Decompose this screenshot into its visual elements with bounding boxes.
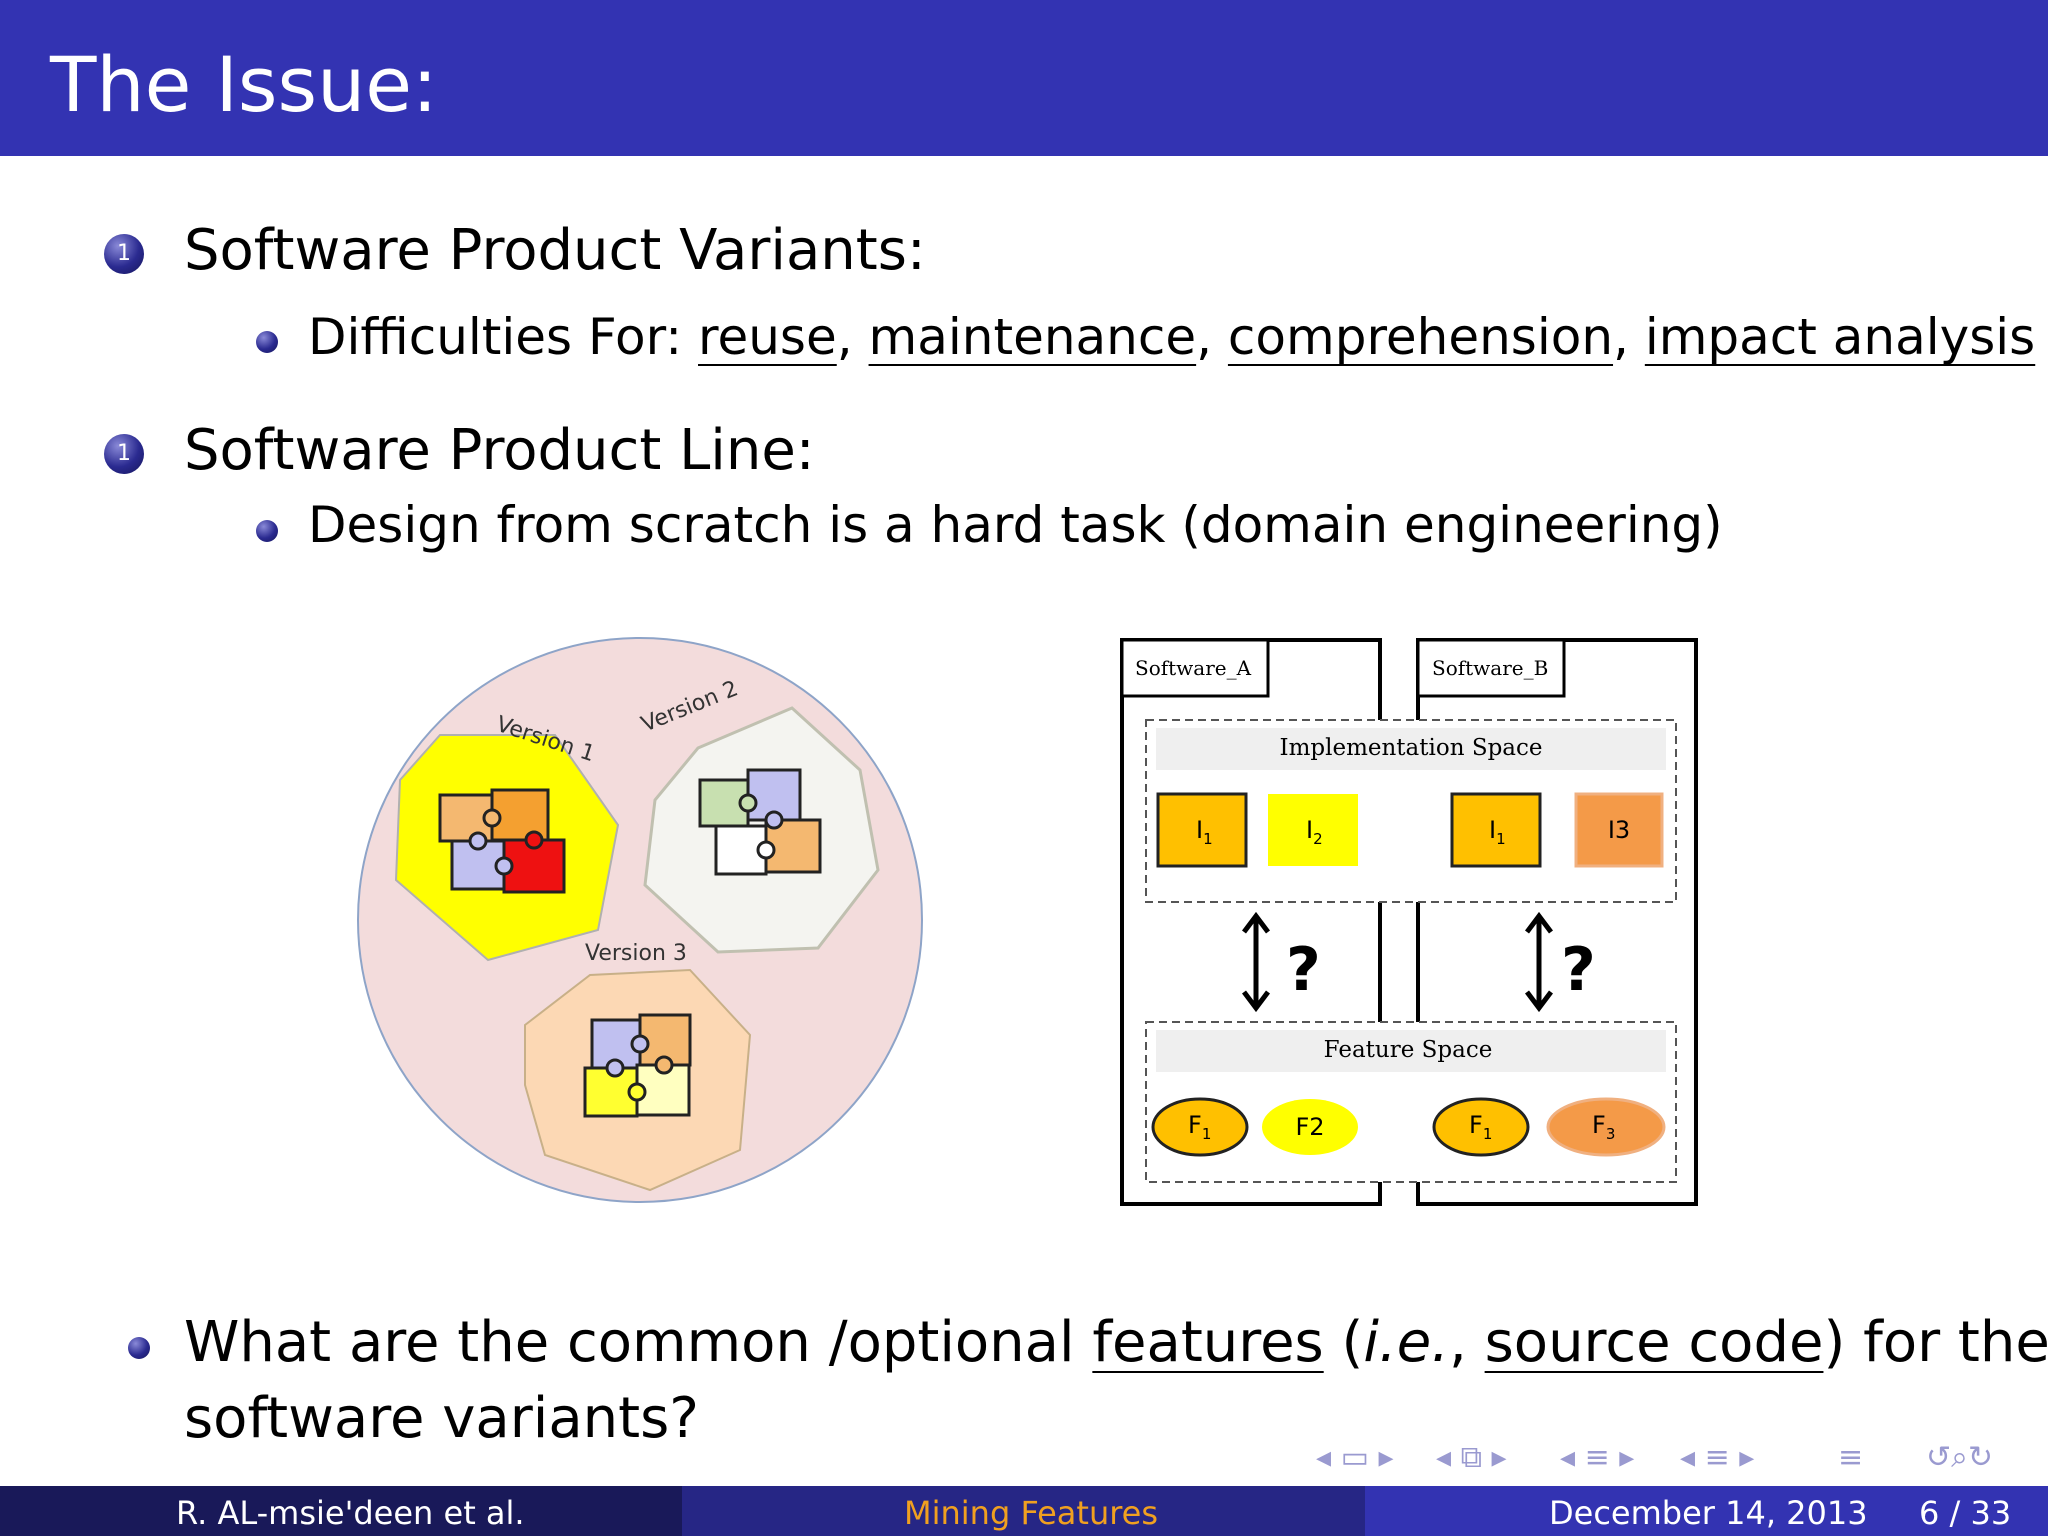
question-mark-b: ?: [1561, 935, 1596, 1005]
double-arrow-a-icon: [1242, 911, 1270, 1013]
impl-a-1: [1156, 792, 1248, 868]
nav-frame-icon[interactable]: ◂ ▭ ▸: [1316, 1440, 1394, 1475]
footer-bar: R. AL-msie'deen et al. Mining Features D…: [0, 1486, 2048, 1536]
page-title: The Issue:: [50, 40, 438, 129]
software-a-tab: [1120, 638, 1270, 698]
footer-page-number: 6 / 33: [1919, 1494, 2012, 1532]
term-source-code: source code: [1484, 1310, 1824, 1375]
feat-a-2-label: F2: [1295, 1113, 1324, 1141]
impl-b-2: [1574, 792, 1664, 868]
feat-b-2-label: F3: [1592, 1111, 1615, 1143]
term-reuse: reuse: [698, 308, 837, 366]
feat-a-2: [1262, 1099, 1358, 1155]
puzzle-icon-v1: [438, 788, 566, 894]
enumeration-number: 1: [117, 441, 131, 466]
question-line-2: software variants?: [184, 1386, 699, 1451]
nav-section-icon[interactable]: ◂ ≡ ▸: [1560, 1440, 1635, 1475]
feature-space-band: [1156, 1030, 1666, 1072]
implementation-space-band: [1156, 728, 1666, 770]
term-comprehension: comprehension: [1227, 308, 1614, 366]
question-after: ) for these: [1823, 1310, 2048, 1375]
item-product-line-title: Software Product Line:: [184, 418, 815, 483]
term-maintenance: maintenance: [868, 308, 1197, 366]
term-features: features: [1092, 1310, 1324, 1375]
paren-open: (: [1341, 1310, 1364, 1375]
footer-date: December 14, 2013: [1549, 1494, 1868, 1532]
frame-title-bar: The Issue:: [0, 0, 2048, 156]
enumeration-ball-2: 1: [104, 434, 144, 474]
space-mapping-figure: Software_A Software_B Implementation Spa…: [1120, 638, 1698, 1206]
bullet-icon: [256, 520, 278, 542]
term-ie: i.e.: [1363, 1310, 1449, 1375]
feat-b-1: [1432, 1097, 1530, 1157]
question-mark-a: ?: [1286, 935, 1321, 1005]
comma: ,: [1449, 1310, 1467, 1375]
difficulties-line: Difficulties For: reuse, maintenance, co…: [308, 308, 2036, 366]
impl-a-2-label: I2: [1306, 816, 1323, 848]
feat-a-1-label: F1: [1188, 1111, 1211, 1143]
nav-subsection-icon[interactable]: ◂ ⧉ ▸: [1436, 1440, 1507, 1475]
feat-a-1: [1151, 1097, 1249, 1157]
footer-date-box: December 14, 2013 6 / 33: [1365, 1486, 2048, 1536]
impl-b-1: [1450, 792, 1542, 868]
impl-b-1-label: I1: [1489, 816, 1506, 848]
puzzle-icon-v2: [698, 768, 822, 876]
version3-label: Version 3: [585, 941, 687, 966]
enumeration-ball-1: 1: [104, 234, 144, 274]
footer-author-box: R. AL-msie'deen et al.: [0, 1486, 682, 1536]
implementation-space-label: Implementation Space: [1279, 735, 1542, 761]
feature-space-label: Feature Space: [1324, 1037, 1493, 1063]
impl-b-2-label: I3: [1608, 816, 1630, 844]
footer-author: R. AL-msie'deen et al.: [176, 1494, 525, 1532]
question-before: What are the common /optional: [184, 1310, 1075, 1375]
double-arrow-b-icon: [1525, 911, 1553, 1013]
software-b-label: Software_B: [1432, 656, 1548, 680]
feat-b-2: [1546, 1097, 1666, 1157]
term-impact-analysis: impact analysis: [1644, 308, 2036, 366]
bullet-icon: [128, 1337, 150, 1359]
bullet-icon: [256, 331, 278, 353]
software-a-label: Software_A: [1135, 656, 1252, 680]
versions-figure: Version 1 Version 2 Version 3: [357, 637, 923, 1203]
difficulties-prefix: Difficulties For:: [308, 308, 683, 366]
design-line: Design from scratch is a hard task (doma…: [308, 496, 1723, 554]
impl-a-1-label: I1: [1196, 816, 1213, 848]
puzzle-icon-v3: [583, 1013, 692, 1118]
question-line-1: What are the common /optional features (…: [184, 1310, 2048, 1375]
enumeration-number: 1: [117, 241, 131, 266]
item-product-variants-title: Software Product Variants:: [184, 218, 926, 283]
impl-a-2: [1268, 794, 1358, 866]
search-icon[interactable]: ↺⌕↻: [1926, 1440, 1994, 1475]
software-b-tab: [1416, 638, 1566, 698]
nav-align-icon[interactable]: ≡: [1838, 1440, 1864, 1475]
footer-title: Mining Features: [904, 1494, 1159, 1532]
feat-b-1-label: F1: [1469, 1111, 1492, 1143]
nav-doc-icon[interactable]: ◂ ≡ ▸: [1680, 1440, 1755, 1475]
footer-title-box: Mining Features: [682, 1486, 1365, 1536]
